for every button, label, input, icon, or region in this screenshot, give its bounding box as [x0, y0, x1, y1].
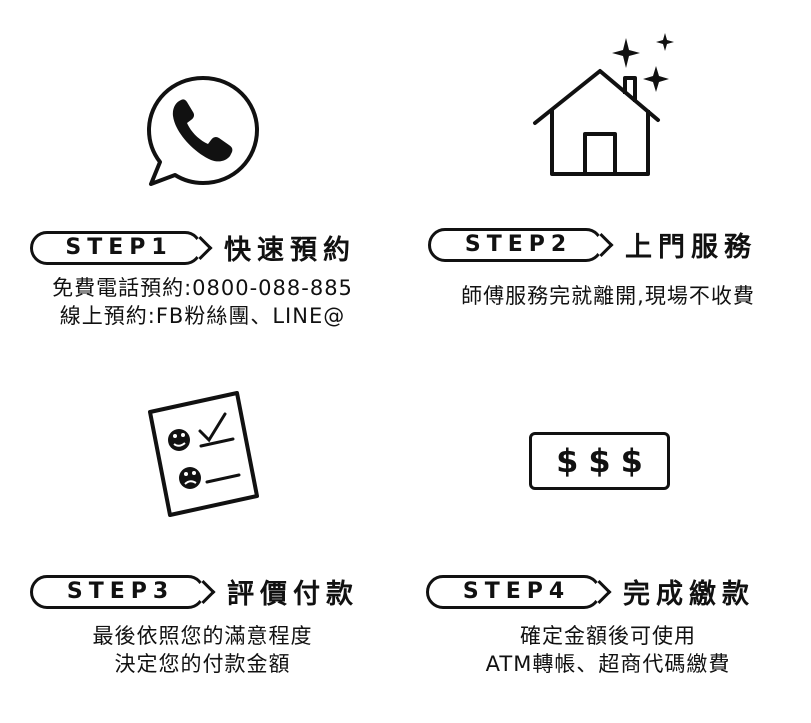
step-2-line-1: 師傅服務完就離開,現場不收費	[461, 284, 755, 308]
step-3-label: STEP3	[66, 579, 175, 604]
step-3-header: STEP3 評價付款	[30, 572, 359, 611]
step-4-label: STEP4	[462, 579, 571, 604]
step-2-header: STEP2 上門服務	[428, 225, 757, 264]
step-3-line-1: 最後依照您的滿意程度	[92, 624, 313, 648]
step-4-header: STEP4 完成繳款	[426, 572, 755, 611]
step-2-title: 上門服務	[625, 232, 757, 263]
step-4-description: 確定金額後可使用 ATM轉帳、超商代碼繳費	[405, 622, 811, 678]
step-4-line-1: 確定金額後可使用	[520, 624, 696, 648]
step-1-line-1: 免費電話預約:0800-088-885	[52, 276, 353, 300]
step-1-line-2: 線上預約:FB粉絲團、LINE@	[59, 304, 346, 328]
step-1-header: STEP1 快速預約	[30, 228, 356, 267]
step-2-label: STEP2	[464, 232, 573, 257]
step-1-title: 快速預約	[224, 235, 356, 266]
step-3-description: 最後依照您的滿意程度 決定您的付款金額	[0, 622, 405, 678]
step-3-badge: STEP3	[30, 574, 205, 609]
step-2-badge: STEP2	[428, 227, 603, 262]
rating-checklist-icon	[148, 391, 259, 517]
house-sparkle-icon	[533, 33, 674, 176]
step-4-badge: STEP4	[426, 574, 601, 609]
step-1-description: 免費電話預約:0800-088-885 線上預約:FB粉絲團、LINE@	[0, 274, 405, 330]
step-4-title: 完成繳款	[623, 579, 755, 610]
step-4-line-2: ATM轉帳、超商代碼繳費	[485, 652, 731, 676]
step-1-badge: STEP1	[30, 230, 202, 265]
step-3-title: 評價付款	[227, 579, 359, 610]
money-icon: $$$	[529, 432, 670, 490]
phone-chat-icon	[147, 76, 259, 186]
step-1-label: STEP1	[65, 235, 173, 260]
step-3-line-2: 決定您的付款金額	[114, 652, 291, 676]
step-2-description: 師傅服務完就離開,現場不收費	[405, 282, 811, 310]
